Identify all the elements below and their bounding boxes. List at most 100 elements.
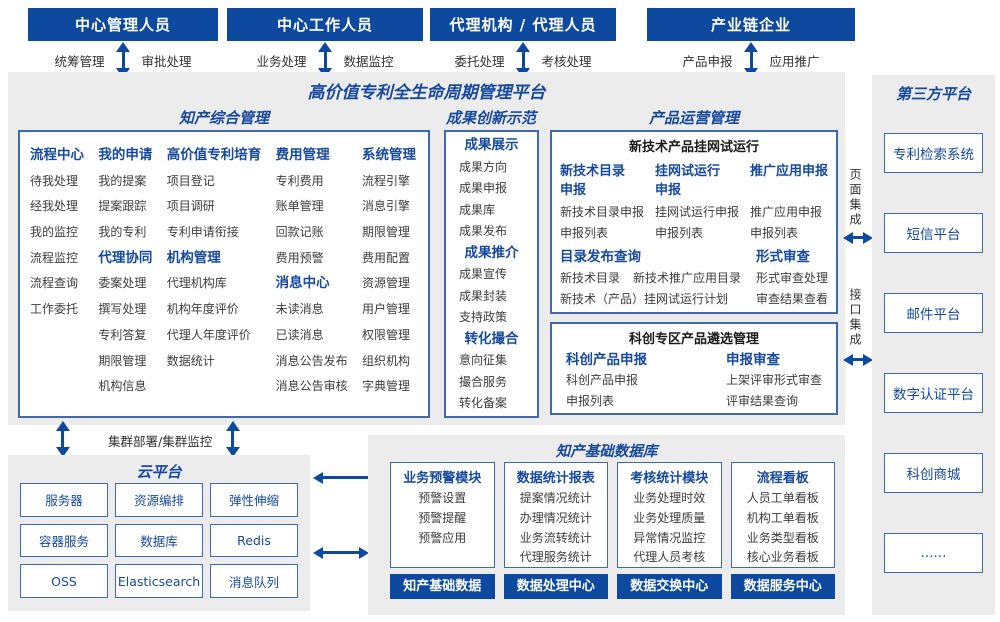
module-column: 系统管理 流程引擎 消息引擎 期限管理 费用配置 资源管理 用户管理 权限管理 … [362, 143, 416, 416]
subbox-title: 科创专区产品遴选管理 [628, 332, 759, 347]
column-header: 考核统计模块 [630, 471, 709, 486]
module-entry: 异常情况监控 [633, 530, 706, 545]
role-left-label: 业务处理 [256, 53, 307, 69]
module-entry: 支持政策 [459, 310, 508, 324]
db-column: 流程看板 人员工单看板 机构工单看板 业务类型看板 核心业务看板 [730, 462, 835, 599]
db-module-box: 考核统计模块 业务处理时效 业务处理质量 异常情况监控 代理人员考核 [617, 462, 722, 568]
trial-lower-row: 目录发布查询 新技术目录 新技术推广应用目录 新技术（产品）挂网试运行计划 形式… [560, 246, 828, 310]
column-items: 业务处理时效 业务处理质量 异常情况监控 代理人员考核 [618, 489, 721, 568]
platform-title: 高价值专利全生命周期管理平台 [307, 83, 546, 103]
module-entry: 业务处理质量 [633, 510, 706, 525]
db-panel: 知产基础数据库 业务预警模块 预警设置 预警提醒 预警应用 [368, 435, 845, 615]
third-party-boxes: 专利检索系统 短信平台 邮件平台 数字认证平台 科创商城 ...... [884, 133, 983, 573]
module-entry: 经我处理 [30, 199, 79, 214]
column-items: 推广应用申报 申报列表 [750, 202, 828, 244]
left-arrow-icon [322, 476, 370, 479]
module-entry: 流程查询 [30, 276, 79, 291]
db-title: 知产基础数据库 [555, 444, 658, 460]
sci-columns: 科创产品申报 科创产品申报 申报列表 申报审查 上架评 [566, 350, 822, 412]
module-column: 流程中心 待我处理 经我处理 我的监控 流程监控 流程查询 工作委托 [30, 143, 84, 416]
module-entry: 申报列表 [560, 226, 609, 240]
module-entry: 已读消息 [275, 327, 324, 342]
db-badge: 知产基础数据 [390, 574, 495, 599]
module-entry: 机构年度评价 [166, 302, 239, 317]
horizontal-double-arrow-icon [852, 358, 864, 361]
module-entry: 专利答复 [98, 327, 147, 342]
module-entry: 我的提案 [98, 173, 147, 188]
module-column: 申报审查 上架评审形式审查 评审结果查询 [726, 350, 822, 412]
module-entry: 专利费用 [275, 173, 324, 188]
role-group: 中心工作人员 业务处理 数据监控 [227, 8, 423, 77]
module-entry: 转化备案 [459, 396, 508, 410]
module-entry: 业务处理时效 [633, 491, 706, 505]
column-items: 科创产品申报 申报列表 [566, 370, 647, 412]
product-subbox-sci: 科创专区产品遴选管理 科创产品申报 科创产品申报 申报列表 申报审查 [550, 322, 838, 415]
section-title-product: 产品运营管理 [648, 109, 739, 127]
column-items: 形式审查处理 审查结果查看 [756, 268, 828, 310]
role-group: 代理机构 / 代理人员 委托处理 考核处理 [430, 8, 616, 77]
role-labels: 统筹管理 审批处理 [28, 43, 218, 77]
module-entry: 我的申请 [98, 147, 153, 163]
module-column: 科创产品申报 科创产品申报 申报列表 [566, 350, 647, 412]
module-column: 我的申请 我的提案 提案跟踪 我的专利 代理协同 委案处理 撰写处理 专利答复 … [98, 143, 152, 416]
column-items: 人员工单看板 机构工单看板 业务类型看板 核心业务看板 [732, 489, 835, 568]
role-left-label: 委托处理 [454, 53, 505, 69]
module-entry: 意向征集 [459, 353, 508, 367]
module-column: 高价值专利培育 项目登记 项目调研 专利申请衔接 机构管理 代理机构库 机构年度… [167, 143, 262, 416]
module-entry: 提案跟踪 [98, 199, 147, 214]
ip-module-box: 流程中心 待我处理 经我处理 我的监控 流程监控 流程查询 工作委托 我的申请 [18, 130, 430, 418]
module-entry: 字典管理 [361, 379, 410, 394]
section-title-ip: 知产综合管理 [178, 109, 269, 127]
module-entry: 代理人员考核 [633, 550, 706, 565]
vertical-double-arrow-icon [61, 430, 64, 448]
module-entry: 代理协同 [98, 249, 153, 266]
module-entry: 转化撮合 [464, 330, 519, 347]
third-party-box: 短信平台 [884, 213, 983, 253]
db-badge: 数据服务中心 [730, 574, 835, 599]
module-entry: 成果库 [459, 202, 496, 217]
module-entry: 我的专利 [98, 225, 147, 240]
cloud-service-box: 弹性伸缩 [210, 483, 298, 517]
db-badge: 数据处理中心 [503, 574, 608, 599]
module-entry: 项目登记 [166, 173, 215, 188]
module-entry: 消息公告发布 [275, 353, 348, 368]
section-title-innovation: 成果创新示范 [445, 109, 536, 127]
role-bar: 中心管理人员 [28, 8, 218, 41]
module-entry: 费用配置 [361, 250, 410, 265]
role-labels: 产品申报 应用推广 [647, 43, 855, 77]
role-group: 产业链企业 产品申报 应用推广 [647, 8, 855, 77]
third-party-box: 数字认证平台 [884, 373, 983, 413]
vertical-double-arrow-icon [121, 51, 125, 69]
role-group: 中心管理人员 统筹管理 审批处理 [28, 8, 218, 77]
cloud-title: 云平台 [136, 463, 182, 481]
vertical-double-arrow-icon [231, 430, 234, 448]
module-column: 费用管理 专利费用 账单管理 回款记账 费用预警 消息中心 未读消息 已读消息 … [276, 143, 348, 416]
module-entry: 项目调研 [166, 199, 215, 214]
module-entry: 消息中心 [275, 275, 330, 292]
role-bar: 产业链企业 [647, 8, 855, 41]
db-column: 数据统计报表 提案情况统计 办理情况统计 业务流转统计 代理服务统计 [503, 462, 608, 599]
column-items: 上架评审形式审查 评审结果查询 [726, 370, 822, 412]
db-module-box: 数据统计报表 提案情况统计 办理情况统计 业务流转统计 代理服务统计 [503, 462, 608, 568]
module-entry: 预警设置 [418, 491, 467, 505]
page-integration-label: 页面集成 [848, 168, 862, 228]
trial-columns: 新技术目录 申报 新技术目录申报 申报列表 挂网试运行 申报 [560, 162, 828, 244]
module-entry: 预警提醒 [418, 510, 467, 525]
cloud-service-box: 服务器 [20, 483, 108, 517]
module-entry: 核心业务看板 [746, 550, 819, 565]
module-entry: 流程中心 [30, 147, 84, 163]
column-header: 科创产品申报 [566, 352, 647, 368]
module-entry: 期限管理 [361, 225, 410, 240]
module-entry: 成果推介 [464, 244, 519, 261]
module-entry: 代理服务统计 [519, 550, 592, 565]
column-items: 提案情况统计 办理情况统计 业务流转统计 代理服务统计 [505, 489, 608, 568]
third-party-box: 邮件平台 [884, 293, 983, 333]
column-items: 挂网试运行申报 申报列表 [655, 202, 739, 244]
column-items: 新技术目录申报 申报列表 [560, 202, 644, 244]
module-entry: 人员工单看板 [746, 491, 819, 505]
column-header: 挂网试运行 申报 [654, 164, 720, 198]
module-entry: 成果宣传 [459, 267, 508, 281]
module-entry: 数据统计 [166, 353, 215, 368]
module-entry: 撰写处理 [98, 302, 147, 317]
